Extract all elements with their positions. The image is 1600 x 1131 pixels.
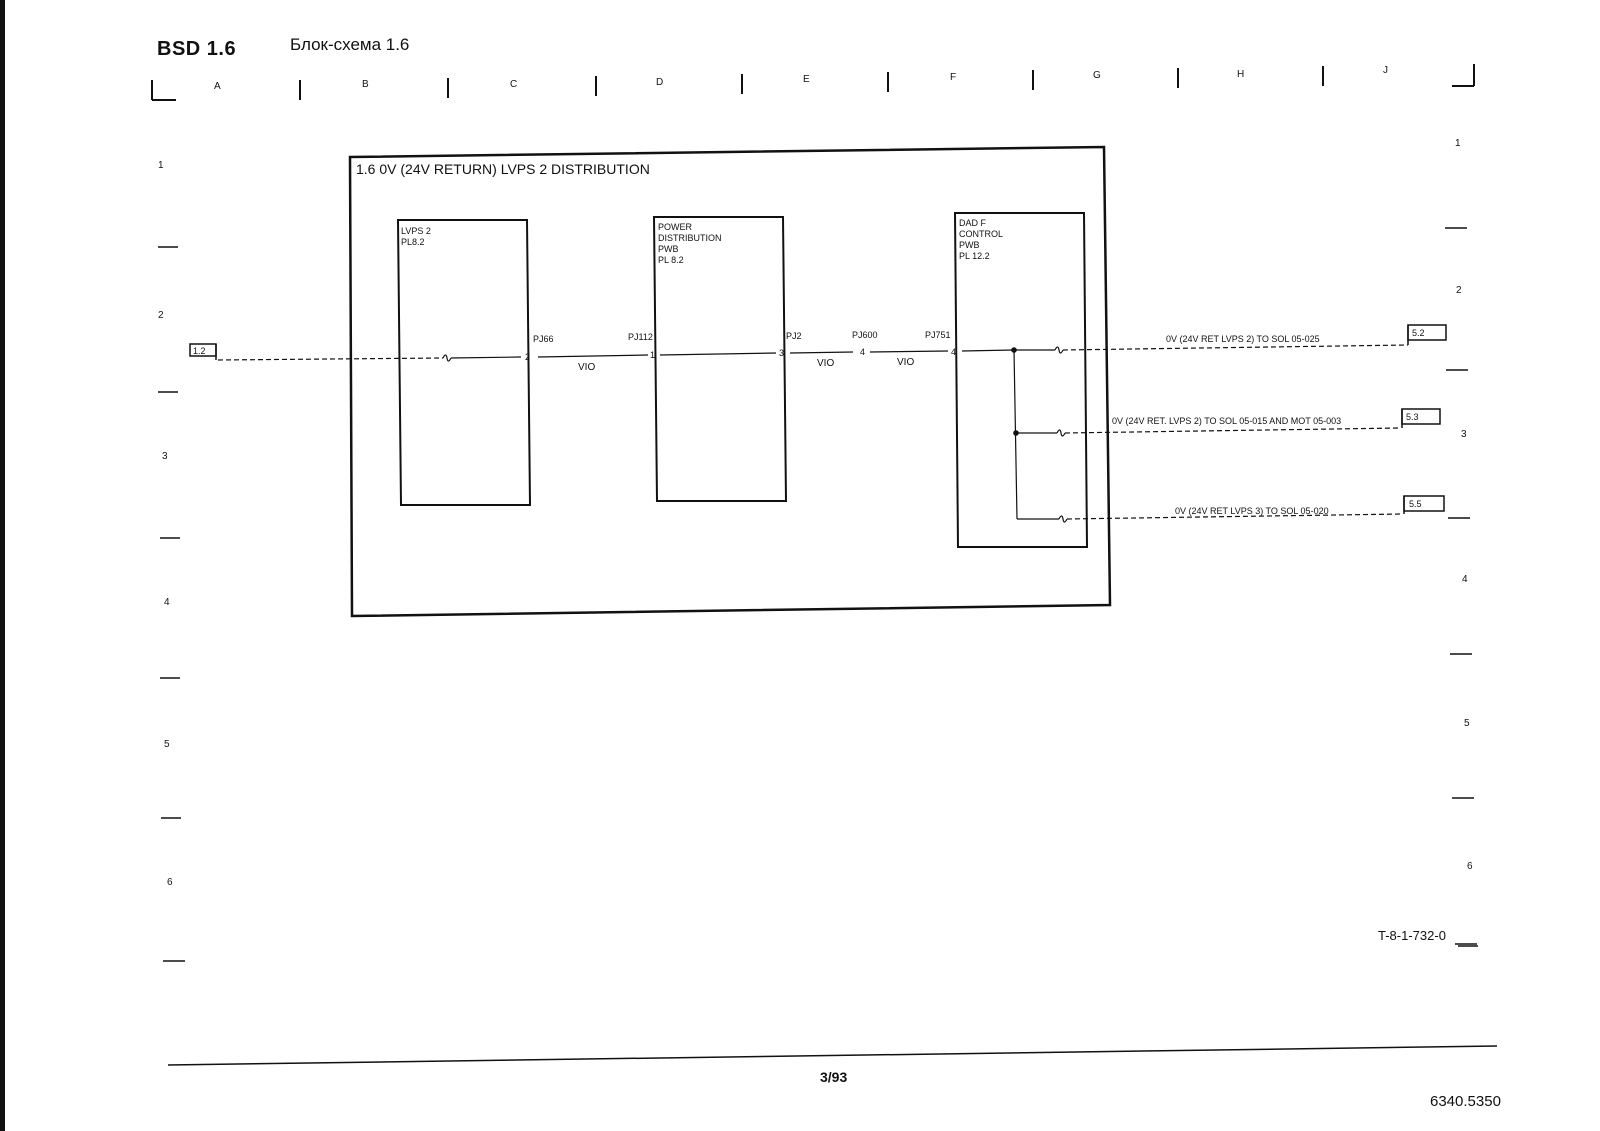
input-ref-label: 1.2 — [193, 346, 206, 356]
footer-rule — [167, 1045, 1498, 1066]
row-label-right-2: 2 — [1456, 285, 1462, 296]
document-number: 6340.5350 — [1430, 1093, 1501, 1110]
branch-2-break — [1056, 429, 1066, 437]
row-label-5: 5 — [164, 739, 170, 750]
col-label-d: D — [656, 77, 663, 88]
output-1-ref-box — [1407, 324, 1447, 345]
row-label-2: 2 — [158, 310, 164, 321]
output-2-ref: 5.3 — [1406, 412, 1419, 422]
pj112-pin: 1 — [650, 350, 655, 360]
col-label-c: C — [510, 79, 517, 90]
output-3-ref: 5.5 — [1409, 499, 1422, 509]
lvps2-label-line1: LVPS 2 — [401, 226, 431, 236]
pj751-pin: 4 — [951, 347, 956, 357]
pd-label-line1: POWER — [658, 222, 693, 232]
pd-internal-line — [659, 352, 777, 356]
dadf-label-line4: PL 12.2 — [959, 251, 990, 261]
dadf-label-line3: PWB — [959, 240, 980, 250]
row-label-right-3: 3 — [1461, 429, 1467, 440]
pd-label-line2: DISTRIBUTION — [658, 233, 722, 243]
pj2-label: PJ2 — [786, 331, 802, 341]
wire-vio-1 — [537, 354, 649, 358]
output-2-label: 0V (24V RET. LVPS 2) TO SOL 05-015 AND M… — [1112, 416, 1341, 426]
output-1-ref: 5.2 — [1412, 328, 1425, 338]
pj751-label: PJ751 — [925, 330, 951, 340]
row-label-4: 4 — [164, 597, 170, 608]
col-label-j: J — [1383, 65, 1388, 76]
pj600-pin: 4 — [860, 347, 865, 357]
page-number: 3/93 — [820, 1069, 848, 1085]
pj112-label: PJ112 — [628, 332, 653, 342]
wire-vio-3-label: VIO — [897, 357, 914, 368]
lvps2-block — [396, 219, 532, 506]
page-title: BSD 1.6 — [157, 38, 237, 60]
row-label-right-1: 1 — [1455, 138, 1461, 149]
binding-edge — [0, 0, 5, 1131]
row-label-1: 1 — [158, 160, 164, 171]
input-ref-box — [189, 343, 217, 360]
branch-3-break — [1058, 515, 1068, 523]
row-label-right-6: 6 — [1467, 861, 1473, 872]
wire-vio-3 — [869, 350, 949, 353]
col-label-g: G — [1093, 70, 1101, 81]
row-grid-right — [1445, 227, 1477, 945]
col-label-h: H — [1237, 69, 1244, 80]
dadf-label-line1: DAD F — [959, 218, 987, 228]
wire-vio-2 — [789, 351, 854, 354]
branch-2-dashed — [1064, 427, 1401, 434]
input-dashed-line — [217, 357, 444, 361]
output-2-ref-box — [1401, 408, 1441, 428]
lvps2-internal-line — [450, 356, 522, 359]
diagram-title: 1.6 0V (24V RETURN) LVPS 2 DISTRIBUTION — [356, 161, 650, 177]
column-grid — [151, 64, 1475, 101]
output-3-ref-box — [1403, 495, 1445, 514]
figure-id: T-8-1-732-0 — [1378, 928, 1446, 943]
col-label-e: E — [803, 74, 810, 85]
diagram-frame — [348, 145, 1112, 618]
row-label-6: 6 — [167, 877, 173, 888]
pj66-label: PJ66 — [533, 334, 554, 344]
output-1-label: 0V (24V RET LVPS 2) TO SOL 05-025 — [1166, 334, 1320, 344]
page-subtitle: Блок-схема 1.6 — [290, 35, 410, 54]
col-label-f: F — [950, 72, 956, 83]
branch-1-dashed — [1062, 344, 1409, 351]
pd-label-line4: PL 8.2 — [658, 255, 684, 265]
dadf-internal-line — [961, 349, 1015, 352]
pj2-pin: 3 — [779, 348, 784, 358]
col-label-a: A — [214, 81, 221, 92]
wire-vio-2-label: VIO — [817, 358, 834, 369]
output-3-label: 0V (24V RET LVPS 3) TO SOL 05-020 — [1175, 506, 1329, 516]
dadf-label-line2: CONTROL — [959, 229, 1003, 239]
branch-1-break — [1054, 346, 1064, 354]
row-grid-left — [158, 246, 185, 962]
col-label-b: B — [362, 79, 369, 90]
pj66-pin: 2 — [525, 352, 530, 362]
lvps2-label-line2: PL8.2 — [401, 237, 425, 247]
row-label-right-5: 5 — [1464, 718, 1470, 729]
pd-label-line3: PWB — [658, 244, 679, 254]
wire-break-symbol — [442, 354, 452, 362]
power-distribution-block — [652, 216, 788, 502]
pj600-label: PJ600 — [852, 330, 878, 340]
wire-vio-1-label: VIO — [578, 362, 595, 373]
row-label-right-4: 4 — [1462, 574, 1468, 585]
row-label-3: 3 — [162, 451, 168, 462]
dadf-control-block — [953, 212, 1089, 548]
